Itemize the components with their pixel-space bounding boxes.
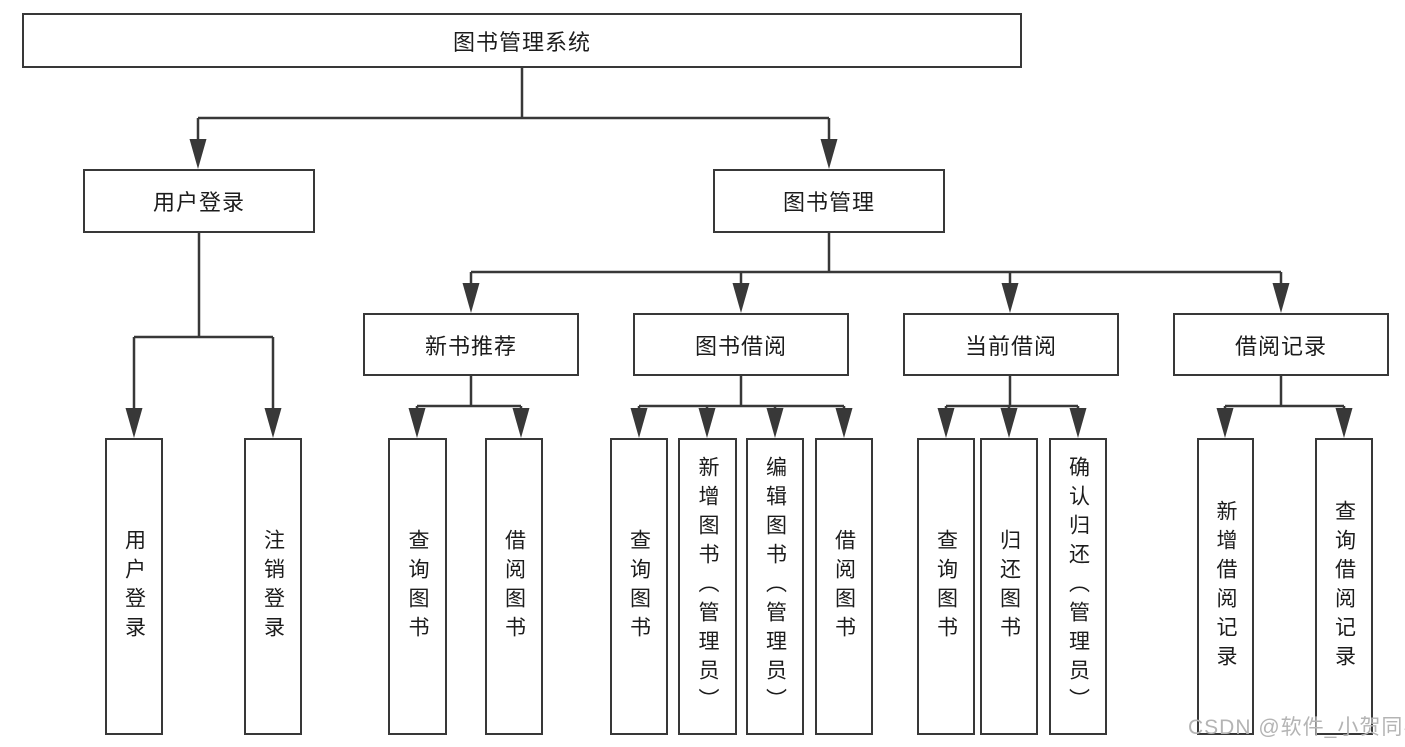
arrowhead-icon	[189, 139, 207, 169]
node-label-log-query: 查询借阅记录	[1332, 499, 1356, 674]
arrowhead-icon	[732, 283, 750, 313]
connector-path	[1223, 376, 1346, 414]
node-label-book-mgmt: 图书管理	[782, 190, 875, 215]
arrowhead-icon	[1272, 283, 1290, 313]
arrowhead-icon	[1000, 408, 1018, 438]
node-logout-action: 注销登录	[244, 438, 302, 735]
node-label-rec-borrow: 借阅图书	[502, 528, 526, 645]
connector-path	[196, 68, 831, 145]
arrowhead-icon	[630, 408, 648, 438]
node-bor-edit: 编辑图书（管理员）	[746, 438, 804, 735]
node-borrow-record: 借阅记录	[1173, 313, 1389, 376]
arrowhead-icon	[408, 408, 426, 438]
arrowhead-icon	[264, 408, 282, 438]
connector-path	[415, 376, 523, 414]
node-label-cur-return: 归还图书	[997, 528, 1021, 645]
node-bor-add: 新增图书（管理员）	[678, 438, 737, 735]
node-label-book-borrow: 图书借阅	[694, 333, 787, 359]
arrowhead-icon	[835, 408, 853, 438]
node-label-bor-edit: 编辑图书（管理员）	[763, 456, 787, 717]
node-label-new-book-rec: 新书推荐	[424, 333, 517, 359]
arrowhead-icon	[766, 408, 784, 438]
arrowhead-icon	[512, 408, 530, 438]
arrowhead-icon	[125, 408, 143, 438]
node-label-bor-query: 查询图书	[627, 528, 651, 645]
connector-path	[637, 376, 846, 414]
arrowhead-icon	[1335, 408, 1353, 438]
node-label-cur-confirm: 确认归还（管理员）	[1066, 456, 1090, 717]
node-book-mgmt: 图书管理	[713, 169, 945, 233]
node-label-login-action: 用户登录	[122, 528, 146, 645]
node-user-login: 用户登录	[83, 169, 315, 233]
node-log-add: 新增借阅记录	[1197, 438, 1254, 735]
node-label-bor-borrow: 借阅图书	[832, 528, 856, 645]
arrowhead-icon	[1216, 408, 1234, 438]
node-new-book-rec: 新书推荐	[363, 313, 579, 376]
node-label-borrow-record: 借阅记录	[1234, 333, 1327, 359]
node-current-borrow: 当前借阅	[903, 313, 1119, 376]
node-label-user-login: 用户登录	[152, 190, 245, 215]
arrowhead-icon	[462, 283, 480, 313]
node-log-query: 查询借阅记录	[1315, 438, 1373, 735]
node-label-current-borrow: 当前借阅	[964, 333, 1057, 359]
connector-path	[132, 233, 275, 414]
node-label-logout-action: 注销登录	[261, 528, 285, 645]
arrowhead-icon	[1001, 283, 1019, 313]
connector-path	[469, 233, 1283, 289]
arrowhead-icon	[1069, 408, 1087, 438]
node-label-cur-query: 查询图书	[934, 528, 958, 645]
arrowhead-icon	[698, 408, 716, 438]
node-book-borrow: 图书借阅	[633, 313, 849, 376]
node-rec-borrow: 借阅图书	[485, 438, 543, 735]
arrowhead-icon	[820, 139, 838, 169]
node-root: 图书管理系统	[22, 13, 1022, 68]
watermark: CSDN @软件_小贺同学	[1188, 716, 1405, 739]
node-cur-return: 归还图书	[980, 438, 1038, 735]
node-bor-borrow: 借阅图书	[815, 438, 873, 735]
node-label-rec-query: 查询图书	[406, 528, 429, 645]
node-label-log-add: 新增借阅记录	[1214, 499, 1237, 674]
node-bor-query: 查询图书	[610, 438, 668, 735]
node-login-action: 用户登录	[105, 438, 163, 735]
node-cur-query: 查询图书	[917, 438, 975, 735]
arrowhead-icon	[937, 408, 955, 438]
node-label-root: 图书管理系统	[452, 29, 591, 55]
node-label-bor-add: 新增图书（管理员）	[696, 456, 719, 717]
node-cur-confirm: 确认归还（管理员）	[1049, 438, 1107, 735]
node-rec-query: 查询图书	[388, 438, 447, 735]
